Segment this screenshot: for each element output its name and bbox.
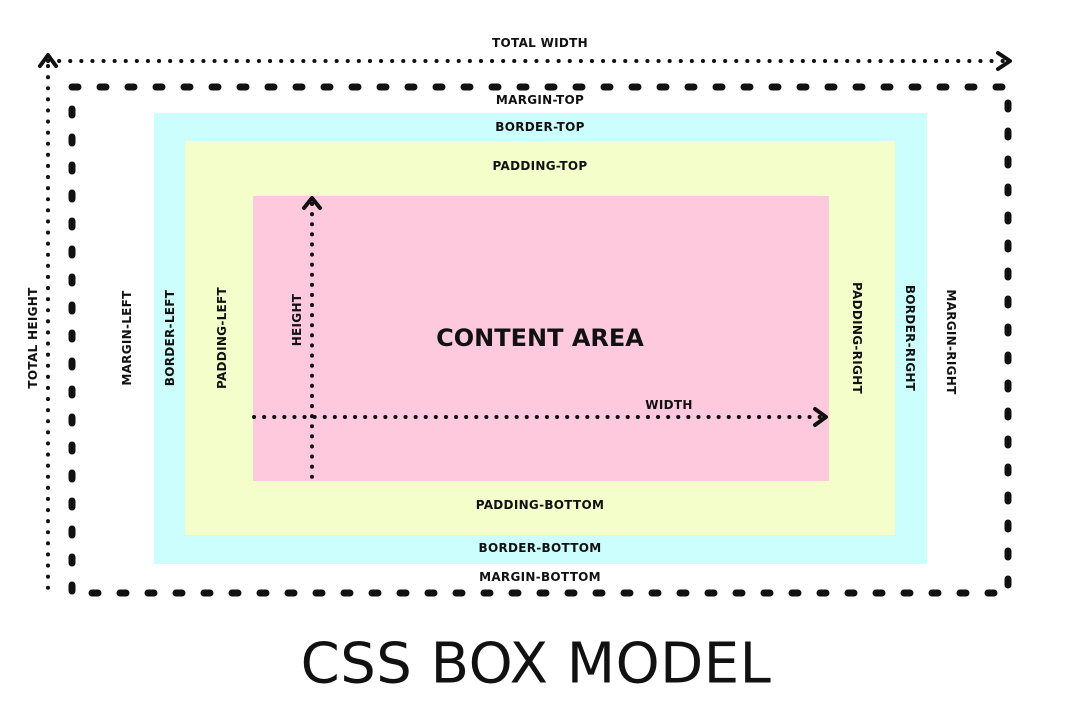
margin-left-label: MARGIN-LEFT — [120, 290, 134, 386]
border-top-label: BORDER-TOP — [495, 120, 585, 134]
height-arrow-head — [302, 196, 322, 210]
total-width-label: TOTAL WIDTH — [492, 36, 588, 50]
border-bottom-label: BORDER-BOTTOM — [478, 541, 602, 555]
height-label: HEIGHT — [290, 293, 304, 347]
margin-boundary — [68, 83, 1012, 597]
margin-top-label: MARGIN-TOP — [495, 93, 585, 107]
border-left-label: BORDER-LEFT — [163, 289, 177, 387]
padding-bottom-label: PADDING-BOTTOM — [475, 498, 605, 512]
total-height-label: TOTAL HEIGHT — [26, 287, 40, 389]
width-label: WIDTH — [645, 398, 693, 412]
content-box — [253, 196, 829, 481]
padding-left-label: PADDING-LEFT — [215, 286, 229, 390]
diagram-title: CSS BOX MODEL — [300, 631, 772, 697]
total-width-arrow-head — [996, 51, 1012, 71]
margin-bottom-label: MARGIN-BOTTOM — [479, 570, 601, 584]
padding-right-label: PADDING-RIGHT — [850, 282, 864, 394]
content-area-label: CONTENT AREA — [436, 324, 644, 352]
border-right-label: BORDER-RIGHT — [903, 284, 917, 392]
total-height-arrow-head — [38, 53, 58, 68]
width-arrow-head — [813, 407, 828, 427]
margin-right-label: MARGIN-RIGHT — [944, 289, 958, 395]
padding-top-label: PADDING-TOP — [492, 159, 588, 173]
